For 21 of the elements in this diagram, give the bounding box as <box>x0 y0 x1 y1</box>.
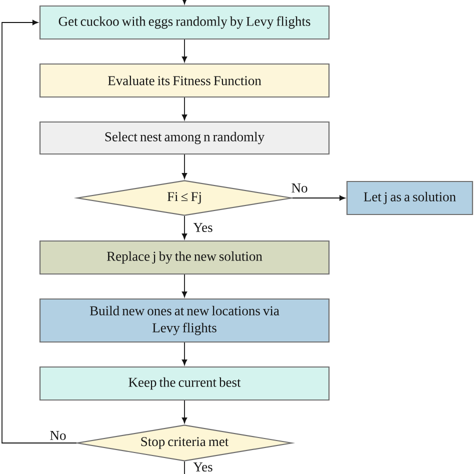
arrow <box>182 0 188 4</box>
arrow <box>2 20 77 444</box>
process-box: Let j as a solution <box>346 180 474 216</box>
arrow <box>182 274 188 298</box>
process-box: Select nest among n randomly <box>39 121 330 155</box>
arrow <box>182 400 188 424</box>
edge-label: No <box>48 430 68 441</box>
process-box: Evaluate its Fitness Function <box>39 63 330 98</box>
arrow <box>182 97 188 120</box>
arrow <box>292 195 346 201</box>
process-box: Build new ones at new locations via Levy flights <box>39 298 330 343</box>
connector-line <box>184 461 185 474</box>
arrow <box>182 342 188 366</box>
edge-label: Yes <box>192 222 214 233</box>
process-box: Get cuckoo with eggs randomly by Levy flights <box>39 5 330 40</box>
arrow <box>182 216 188 240</box>
process-box: Replace j by the new solution <box>39 240 330 275</box>
arrow <box>182 39 188 62</box>
edge-label: Yes <box>192 462 214 472</box>
process-box: Keep the current best <box>39 366 330 401</box>
arrow <box>182 154 188 179</box>
